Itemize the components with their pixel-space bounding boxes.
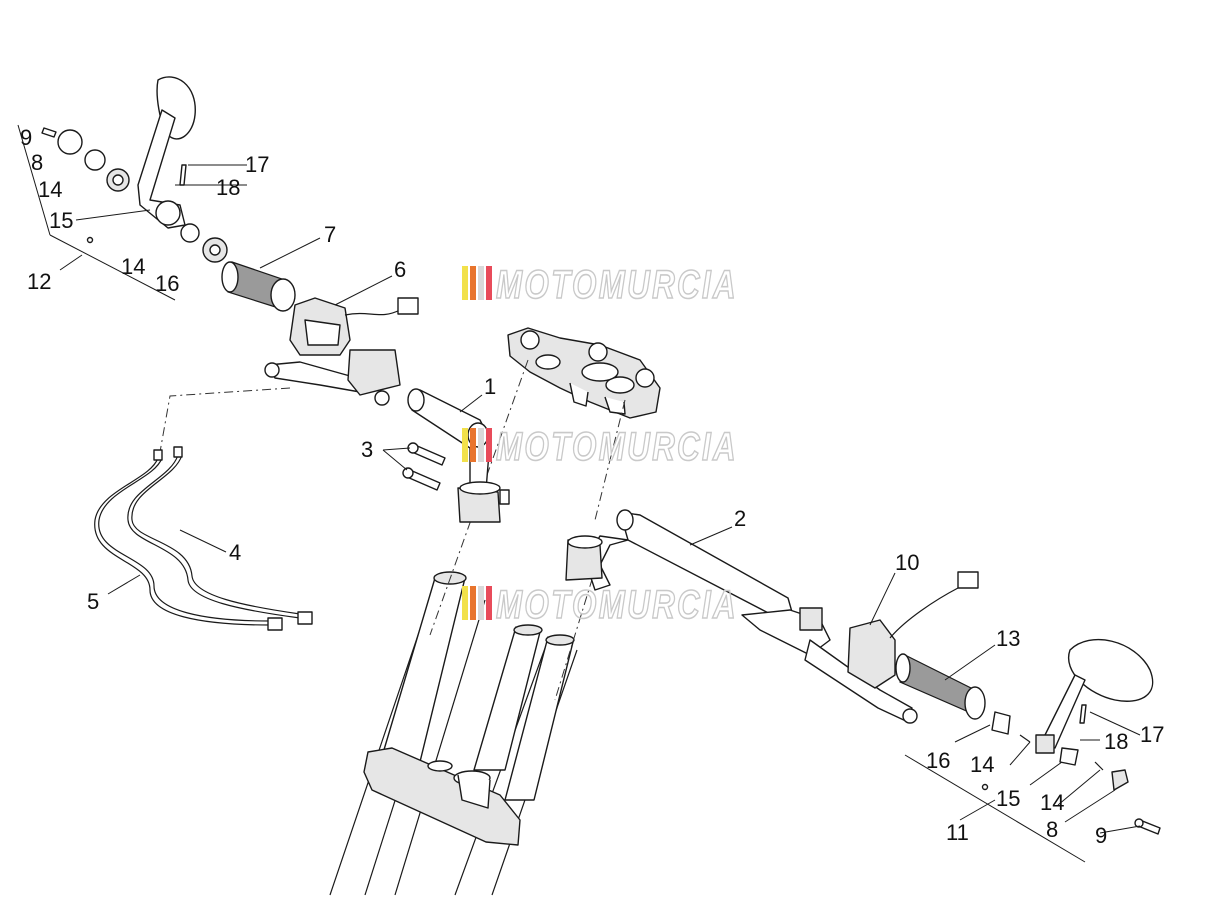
callout-13: 13	[996, 626, 1020, 651]
callout-16-left: 16	[155, 271, 179, 296]
callout-3: 3	[361, 437, 373, 462]
callout-14-left-a: 14	[38, 177, 62, 202]
watermark-text: MOTOMURCIA	[496, 263, 738, 307]
right-mirror-assembly	[981, 638, 1161, 835]
callout-15-left: 15	[49, 208, 73, 233]
callout-14-right-b: 14	[1040, 790, 1064, 815]
clutch-lever-assembly	[264, 349, 401, 406]
right-grip	[895, 653, 986, 720]
callout-2: 2	[734, 506, 746, 531]
front-fork-assembly	[329, 571, 578, 896]
callout-16-right: 16	[926, 748, 950, 773]
left-switch-housing	[289, 297, 419, 356]
clamp-bolts	[402, 442, 446, 491]
callout-8-right: 8	[1046, 817, 1058, 842]
upper-triple-clamp	[507, 327, 661, 419]
callout-14-right-a: 14	[970, 752, 994, 777]
watermark-text: MOTOMURCIA	[496, 583, 738, 627]
callout-7: 7	[324, 222, 336, 247]
left-mirror-assembly	[41, 76, 228, 263]
watermark-bottom: MOTOMURCIA	[462, 582, 738, 628]
callout-17-right: 17	[1140, 722, 1164, 747]
callout-leaders	[17, 124, 1141, 863]
callout-5: 5	[87, 589, 99, 614]
callout-9-left: 9	[20, 125, 32, 150]
callout-9-right: 9	[1095, 823, 1107, 848]
callout-12: 12	[27, 269, 51, 294]
callout-17-left: 17	[245, 152, 269, 177]
callout-6: 6	[394, 257, 406, 282]
callout-18-right: 18	[1104, 729, 1128, 754]
callout-4: 4	[229, 540, 241, 565]
callout-11: 11	[946, 820, 969, 845]
left-grip	[221, 261, 296, 312]
callout-1: 1	[484, 374, 496, 399]
callout-labels: 1 2 3 4 5 6 7 8 9 10 11 12 13 14 14 15 1…	[20, 125, 1164, 848]
callout-8-left: 8	[31, 150, 43, 175]
callout-14-left-b: 14	[121, 254, 145, 279]
control-cables	[94, 446, 313, 631]
callout-15-right: 15	[996, 786, 1020, 811]
callout-18-left: 18	[216, 175, 240, 200]
front-brake-lever-assembly	[741, 607, 918, 724]
watermark-middle: MOTOMURCIA	[462, 424, 738, 470]
right-switch-housing	[847, 571, 979, 689]
watermark-text: MOTOMURCIA	[496, 425, 738, 469]
assembly-axis-lines	[159, 359, 626, 701]
left-handlebar	[407, 388, 510, 523]
callout-10: 10	[895, 550, 919, 575]
watermark-top: MOTOMURCIA	[462, 262, 738, 308]
